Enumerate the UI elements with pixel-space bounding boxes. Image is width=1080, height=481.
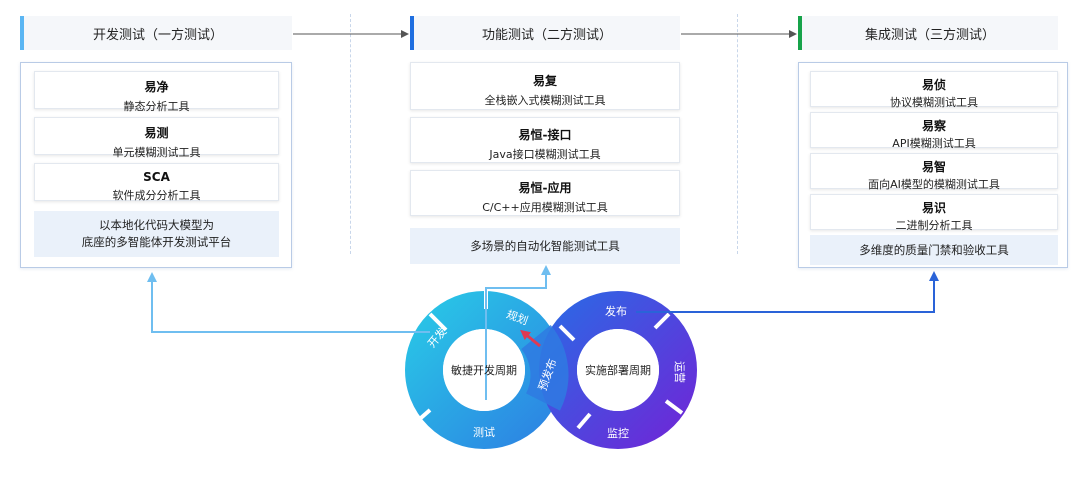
tool-desc: 协议模糊测试工具: [890, 96, 978, 109]
segment-test: 测试: [473, 426, 495, 439]
separator-2: [737, 14, 738, 254]
tool-card-yijing[interactable]: 易净 静态分析工具: [34, 71, 279, 113]
arrow-to-dev-testing: [147, 272, 430, 333]
tool-name: 易净: [144, 80, 169, 94]
functional-note: 多场景的自动化智能测试工具: [410, 228, 680, 264]
header-integration-testing: 集成测试（三方测试）: [798, 16, 1058, 50]
note-text: 多维度的质量门禁和验收工具: [859, 242, 1009, 257]
segment-monitor: 监控: [607, 426, 629, 440]
header-functional-testing: 功能测试（二方测试）: [410, 16, 680, 50]
tool-desc: Java接口模糊测试工具: [489, 148, 601, 161]
tool-card-yizhen[interactable]: 易侦 协议模糊测试工具: [810, 71, 1058, 109]
tool-card-yice[interactable]: 易测 单元模糊测试工具: [34, 117, 279, 159]
tool-name: 易察: [921, 119, 946, 133]
header-dev-testing: 开发测试（一方测试）: [20, 16, 292, 50]
tool-desc: 面向AI模型的模糊测试工具: [868, 178, 1000, 191]
tool-card-yiheng-app[interactable]: 易恒-应用 C/C++应用模糊测试工具: [410, 170, 680, 216]
tool-name: 易测: [144, 126, 169, 140]
integration-testing-panel: 易侦 协议模糊测试工具 易察 API模糊测试工具 易智 面向AI模型的模糊测试工…: [798, 62, 1068, 268]
header-functional-testing-label: 功能测试（二方测试）: [481, 27, 612, 43]
dev-platform-note: 以本地化代码大模型为 底座的多智能体开发测试平台: [34, 211, 279, 257]
tool-name: 易识: [921, 201, 946, 215]
tool-desc: 全栈嵌入式模糊测试工具: [484, 94, 606, 107]
segment-release: 发布: [605, 304, 627, 318]
deploy-cycle-center-label: 实施部署周期: [585, 363, 651, 377]
tool-desc: API模糊测试工具: [892, 137, 976, 150]
tool-name: 易智: [921, 160, 946, 174]
tool-card-yizhi[interactable]: 易智 面向AI模型的模糊测试工具: [810, 153, 1058, 191]
dev-testing-panel: 易净 静态分析工具 易测 单元模糊测试工具 SCA 软件成分分析工具 以本地化代…: [20, 62, 292, 268]
tool-desc: C/C++应用模糊测试工具: [482, 201, 608, 214]
prerelease-segment: [520, 325, 569, 411]
header-dev-testing-label: 开发测试（一方测试）: [92, 27, 223, 43]
functional-testing-panel: 易复 全栈嵌入式模糊测试工具 易恒-接口 Java接口模糊测试工具 易恒-应用 …: [410, 62, 680, 268]
tool-card-yicha[interactable]: 易察 API模糊测试工具: [810, 112, 1058, 150]
agile-cycle-center-label: 敏捷开发周期: [451, 363, 517, 377]
tool-name: 易恒-应用: [518, 181, 572, 195]
agile-cycle-ring: [405, 290, 563, 449]
tool-card-yishi[interactable]: 易识 二进制分析工具: [810, 194, 1058, 232]
tool-name: 易侦: [921, 78, 946, 92]
tool-desc: 软件成分分析工具: [112, 189, 201, 202]
tool-desc: 静态分析工具: [123, 100, 190, 113]
note-line-1: 以本地化代码大模型为: [99, 218, 214, 232]
note-text: 多场景的自动化智能测试工具: [470, 238, 620, 253]
header-integration-testing-label: 集成测试（三方测试）: [864, 27, 995, 43]
tool-desc: 单元模糊测试工具: [112, 146, 201, 159]
tool-card-yiheng-api[interactable]: 易恒-接口 Java接口模糊测试工具: [410, 117, 680, 163]
tool-card-yifu[interactable]: 易复 全栈嵌入式模糊测试工具: [410, 62, 680, 110]
tool-card-sca[interactable]: SCA 软件成分分析工具: [34, 163, 279, 202]
tool-desc: 二进制分析工具: [895, 219, 973, 232]
tool-name: 易复: [532, 74, 557, 88]
tool-name: SCA: [143, 170, 170, 184]
separator-1: [350, 14, 351, 254]
arrow-to-integration-testing: [636, 271, 939, 313]
segment-operate: 运营: [673, 361, 687, 383]
arrow-plan-red: [520, 329, 541, 348]
note-line-2: 底座的多智能体开发测试平台: [81, 235, 232, 249]
integration-note: 多维度的质量门禁和验收工具: [810, 235, 1058, 265]
tool-name: 易恒-接口: [518, 128, 572, 142]
arrow-to-functional-testing: [485, 265, 551, 400]
